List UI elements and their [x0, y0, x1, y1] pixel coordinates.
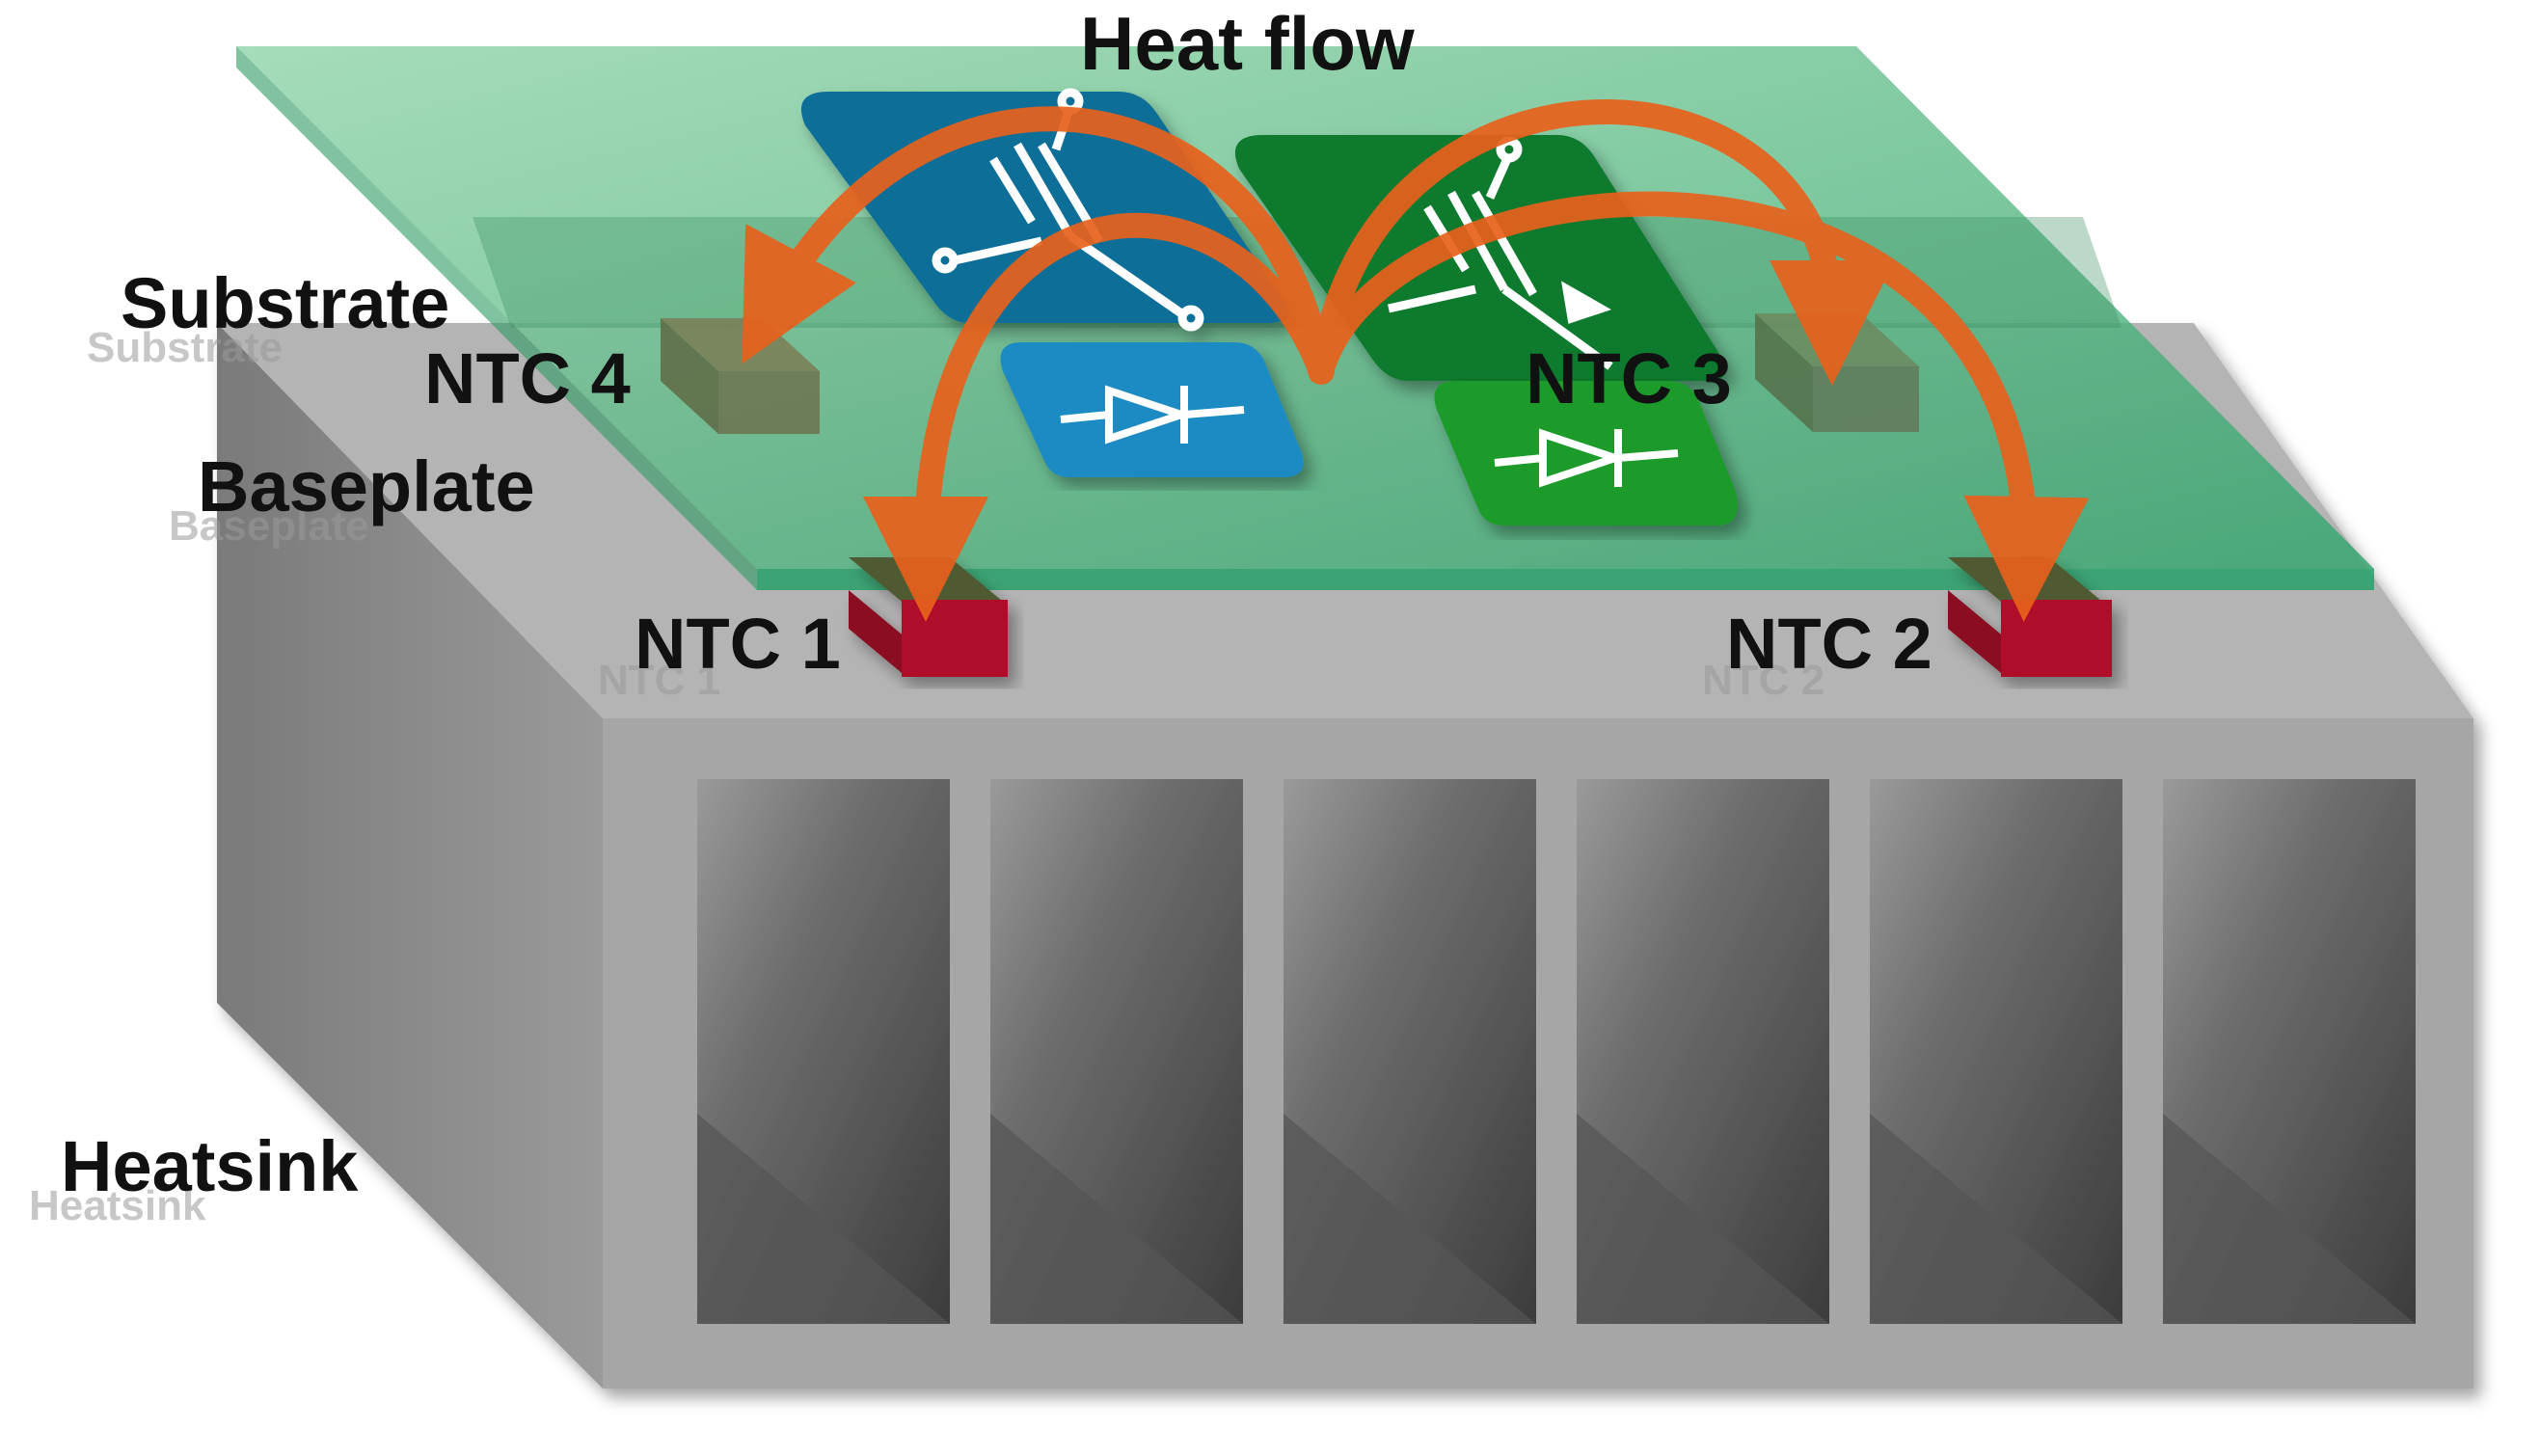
labels: Heat flow Substrate NTC 4 NTC 3 Baseplat… [61, 1, 1932, 1206]
heat-arrow-to-ntc1 [863, 212, 1334, 622]
ntc3-label: NTC 3 [1526, 338, 1732, 418]
heat-flow-label: Heat flow [1080, 1, 1415, 86]
heat-source-point [1308, 358, 1335, 385]
channel-floor [1284, 1114, 1536, 1324]
ntc1-label-shadow: NTC 1 [598, 657, 720, 704]
heatsink-label-shadow: Heatsink [29, 1182, 206, 1229]
channel-floor [1870, 1114, 2122, 1324]
heat-arrow-to-ntc4 [742, 106, 1334, 384]
ntc4-label: NTC 4 [424, 338, 631, 418]
channel-floor [1577, 1114, 1829, 1324]
channel-floor [990, 1114, 1243, 1324]
diode-icon [1060, 385, 1245, 445]
heatsink-channels [697, 779, 2416, 1324]
heat-arrow-to-ntc2 [1309, 191, 2090, 622]
channel-floor [697, 1114, 950, 1324]
ntc1-label: NTC 1 [635, 604, 841, 684]
heatsink-label: Heatsink [61, 1126, 359, 1206]
baseplate-label: Baseplate [198, 446, 535, 526]
heatsink-left-face [217, 323, 603, 1389]
baseplate-label-shadow: Baseplate [169, 502, 369, 550]
baseplate-left-edge [236, 46, 757, 590]
ntc2-label-shadow: NTC 2 [1702, 657, 1824, 704]
chip-diode-left [1000, 342, 1304, 477]
channel-floor [2163, 1114, 2416, 1324]
substrate-label: Substrate [121, 263, 449, 343]
heat-arrow-to-ntc3 [1309, 99, 1895, 386]
heat-flow-arrows [742, 99, 2090, 622]
substrate-label-shadow: Substrate [87, 324, 283, 371]
label-shadows: Substrate Baseplate Heatsink NTC 1 NTC 2 [29, 324, 1824, 1229]
chip-diode-right [1434, 381, 1738, 526]
baseplate-edge [757, 569, 2374, 590]
ntc2-label: NTC 2 [1726, 604, 1932, 684]
diode-icon [1494, 428, 1679, 488]
heatsink [217, 323, 2473, 1389]
